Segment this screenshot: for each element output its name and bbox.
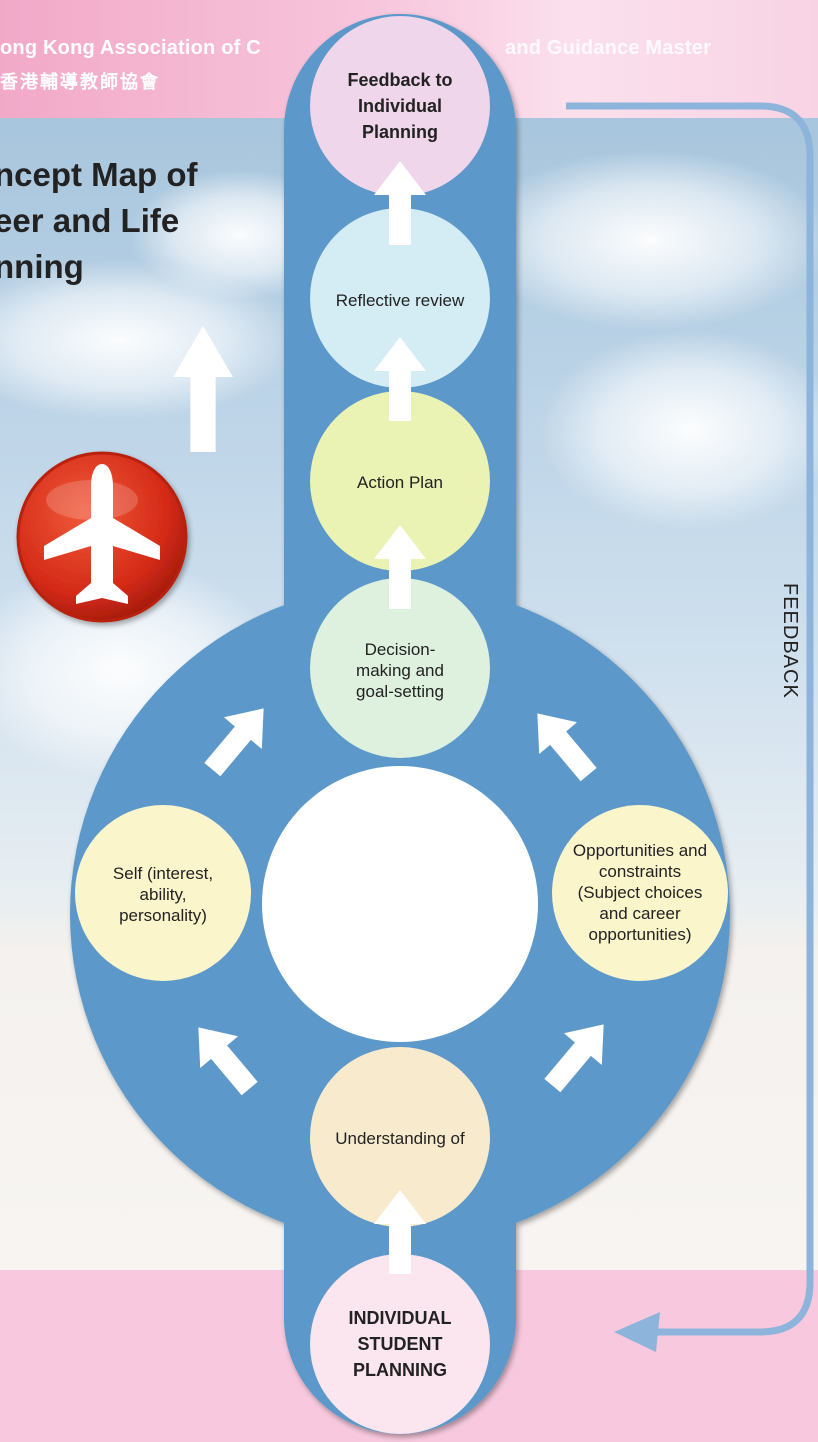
node-reflective-review [310, 208, 490, 388]
title-line-2: eer and Life [0, 202, 180, 239]
feedback-arrowhead [614, 1312, 660, 1352]
node-decision-making [310, 578, 490, 758]
node-self-label: Self (interest, ability, personality) [112, 863, 214, 925]
node-understanding [310, 1047, 490, 1227]
node-action-plan [310, 391, 490, 571]
airplane-icon [16, 451, 188, 623]
node-reflective-review-label: Reflective review [335, 290, 465, 310]
cloud [470, 150, 818, 330]
title-line-3: nning [0, 248, 84, 285]
header-org-name-en: ong Kong Association of C [0, 37, 261, 59]
node-opportunities [552, 805, 728, 981]
node-feedback-to-planning-label: Feedback to Individual Planning [347, 70, 453, 142]
header-org-name-zh: 香港輔導教師協會 [0, 72, 160, 92]
up-arrow-icon [173, 326, 233, 452]
cloud [540, 330, 818, 530]
node-decision-making-label: Decision-making and goal-setting [356, 639, 444, 701]
title-line-1: ncept Map of [0, 156, 198, 193]
header-org-name-en-right: and Guidance Master [505, 37, 712, 59]
node-opportunities-label: Opportunities and constraints (Subject c… [572, 840, 708, 944]
page-title: ncept Map of eer and Life nning [0, 152, 234, 290]
node-self [75, 805, 251, 981]
feedback-label: FEEDBACK [779, 583, 801, 699]
node-individual-student-planning-label: INDIVIDUAL STUDENT PLANNING [348, 1308, 452, 1380]
node-individual-student-planning [310, 1254, 490, 1434]
node-action-plan-label: Action Plan [357, 472, 443, 492]
center-hole [262, 766, 538, 1042]
node-feedback-to-planning [310, 16, 490, 196]
node-understanding-label: Understanding of [335, 1128, 465, 1148]
feedback-loop-line [566, 102, 814, 1336]
